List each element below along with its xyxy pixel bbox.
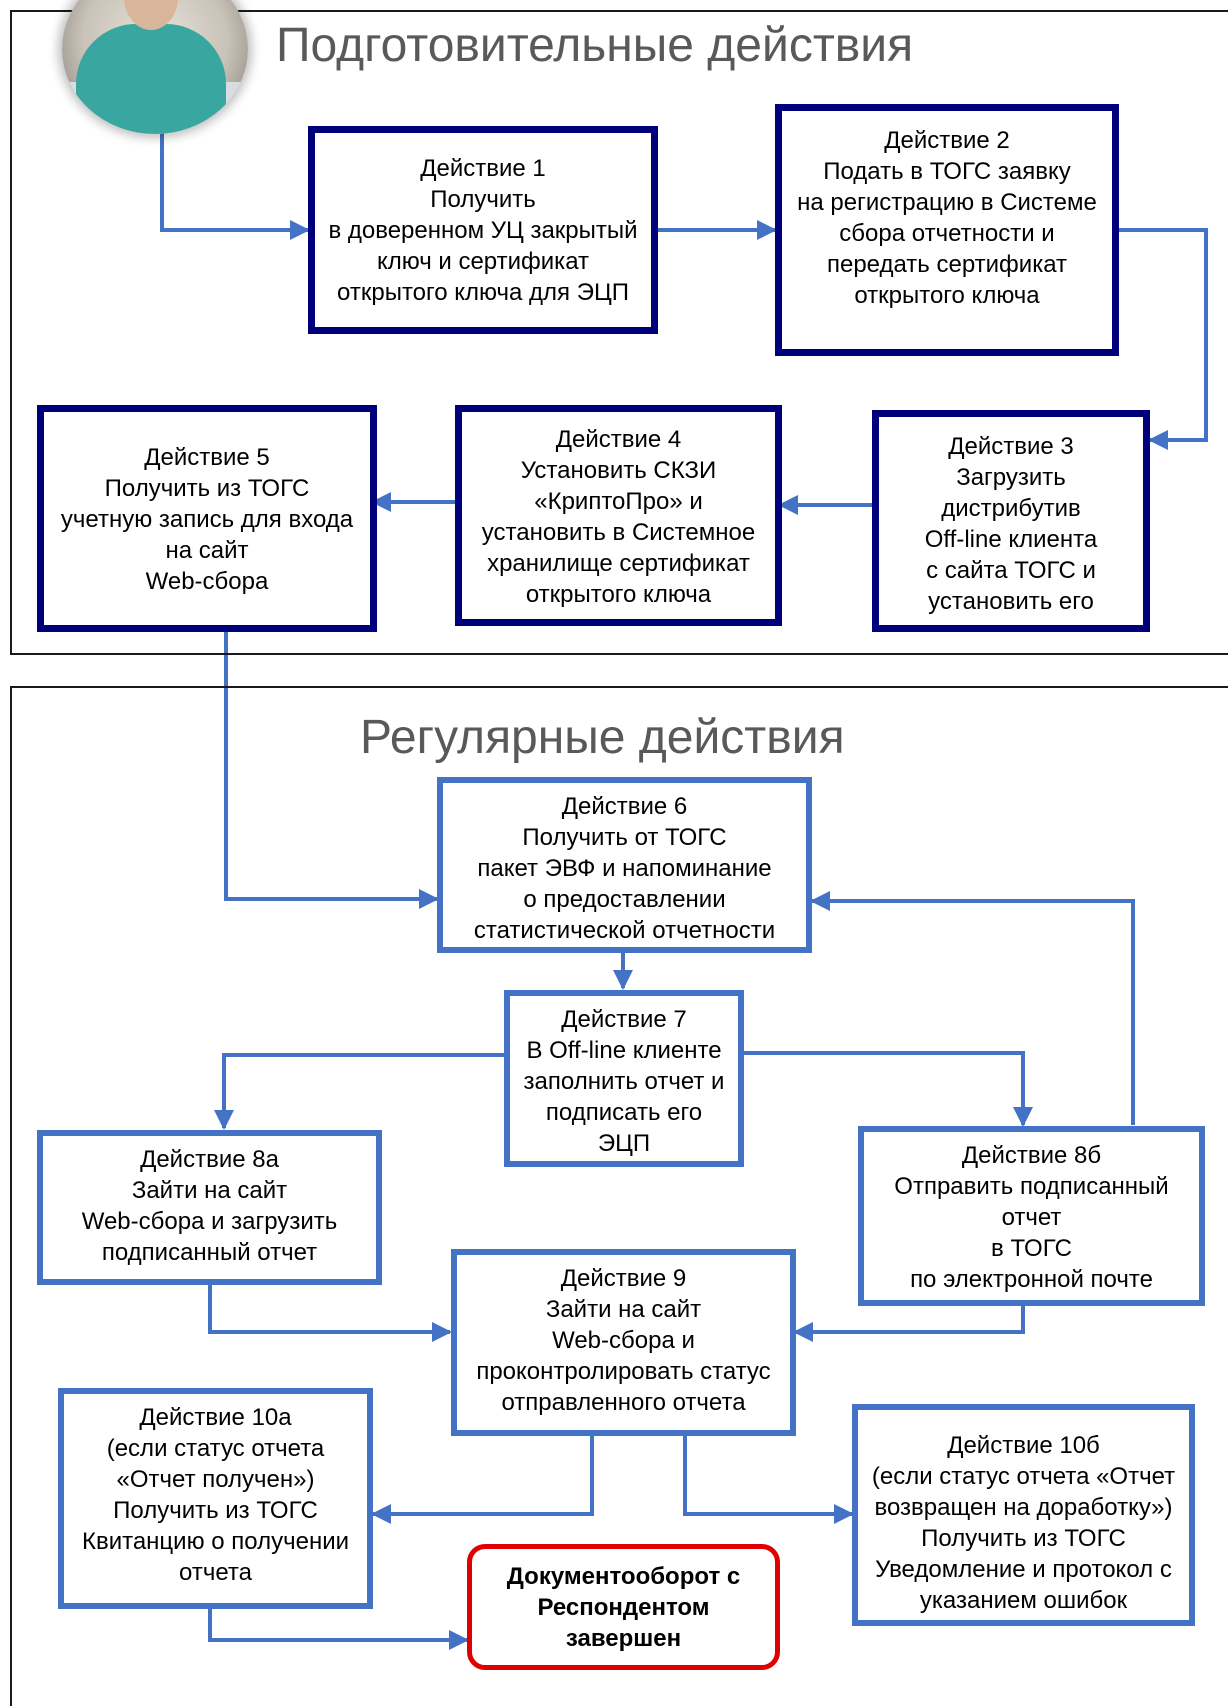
box-text-line: сбора отчетности и xyxy=(839,220,1055,247)
action-8b-box: Действие 8б Отправить подписанный отчет в Т… xyxy=(858,1126,1205,1306)
box-text-line: подписанный отчет xyxy=(101,1239,318,1266)
box-text-line: о предоставлении xyxy=(523,886,726,913)
box-heading: Документооборот с xyxy=(506,1562,741,1590)
box-text-line: Web-сбора и xyxy=(552,1327,695,1354)
box-text-line: Получить от ТОГС xyxy=(522,824,727,851)
action-2-box: Действие 2 Подать в ТОГС заявку на регистр… xyxy=(775,104,1119,356)
regular-frame xyxy=(10,686,1228,1706)
box-text-line: Респондентом xyxy=(537,1593,710,1621)
arrow-a8a-to-a9 xyxy=(208,1283,452,1342)
box-text-line: с сайта ТОГС и xyxy=(926,557,1096,584)
box-text-line: открытого ключа xyxy=(525,581,712,608)
box-text-line: возвращен на доработку») xyxy=(874,1494,1173,1521)
arrow-a7-to-a8a xyxy=(214,1053,505,1130)
arrow-a2-to-a3 xyxy=(1117,228,1208,450)
box-text-line: В Off-line клиенте xyxy=(526,1037,722,1064)
box-text-line: Web-сбора xyxy=(145,568,269,595)
action-5-box: Действие 5 Получить из ТОГС учетную запись… xyxy=(37,405,377,632)
box-text-line: по электронной почте xyxy=(910,1266,1153,1293)
box-text-line: отчета xyxy=(179,1559,252,1586)
box-text-line: хранилище сертификат xyxy=(487,550,750,577)
box-text-line: открытого ключа для ЭЦП xyxy=(337,279,629,306)
box-heading: Действие 3 xyxy=(948,433,1074,460)
box-heading: Действие 10а xyxy=(139,1404,292,1431)
box-text-line: указанием ошибок xyxy=(919,1587,1128,1614)
arrow-a8b-to-a6 xyxy=(810,891,1135,1125)
box-text-line: отправленного отчета xyxy=(501,1389,746,1416)
box-heading: Действие 2 xyxy=(884,127,1010,154)
box-heading: Действие 10б xyxy=(947,1432,1100,1459)
box-text-line: Подать в ТОГС заявку xyxy=(823,158,1071,185)
box-text-line: ключ и сертификат xyxy=(376,248,590,275)
arrow-a8b-to-a9 xyxy=(793,1305,1025,1342)
box-text-line: на сайт xyxy=(165,537,249,564)
action-1-box: Действие 1 Получить в доверенном УЦ закрыт… xyxy=(308,126,658,334)
box-text-line: подписать его xyxy=(545,1099,703,1126)
box-text-line: Получить xyxy=(430,186,536,213)
box-heading: Действие 5 xyxy=(144,444,270,471)
box-text-line: Получить из ТОГС xyxy=(921,1525,1126,1552)
action-6-box: Действие 6 Получить от ТОГС пакет ЭВФ и на… xyxy=(437,777,812,953)
box-heading: Действие 1 xyxy=(420,155,546,182)
box-text-line: дистрибутив xyxy=(941,495,1081,522)
prep-section-title: Подготовительные действия xyxy=(276,19,914,72)
box-text-line: в ТОГС xyxy=(991,1235,1072,1262)
box-text-line: (если статус отчета «Отчет xyxy=(871,1463,1176,1490)
arrow-a5-to-a6 xyxy=(224,632,439,909)
prep-frame xyxy=(10,10,1228,655)
box-text-line: установить его xyxy=(928,588,1094,615)
box-text-line: установить в Системное xyxy=(481,519,756,546)
box-heading: Действие 9 xyxy=(560,1265,687,1292)
box-heading: Действие 8а xyxy=(140,1146,279,1173)
box-text-line: заполнить отчет и xyxy=(523,1068,725,1095)
box-text-line: проконтролировать статус xyxy=(476,1358,771,1385)
box-text-line: Получить из ТОГС xyxy=(104,475,310,502)
box-text-line: Зайти на сайт xyxy=(131,1177,288,1204)
box-text-line: Квитанцию о получении xyxy=(81,1528,350,1555)
box-text-line: статистической отчетности xyxy=(473,917,776,944)
box-text-line: «Отчет получен») xyxy=(116,1466,315,1493)
box-heading: Действие 8б xyxy=(961,1142,1102,1169)
operator-photo xyxy=(62,0,248,134)
box-text-line: отчет xyxy=(1001,1204,1062,1231)
action-7-box: Действие 7 В Off-line клиенте заполнить от… xyxy=(504,990,744,1167)
box-text-line: открытого ключа xyxy=(854,282,1040,309)
box-text-line: Уведомление и протокол с xyxy=(875,1556,1172,1583)
workflow-complete-box: Документооборот с Респондентом завершен xyxy=(467,1544,780,1670)
box-text-line: Off-line клиента xyxy=(924,526,1098,553)
regular-section-title: Регулярные действия xyxy=(360,711,845,764)
box-text-line: Отправить подписанный xyxy=(894,1173,1169,1200)
action-10b-box: Действие 10б (если статус отчета «Отчет во… xyxy=(852,1404,1195,1626)
box-text-line: на регистрацию в Системе xyxy=(797,189,1097,216)
box-text-line: Получить из ТОГС xyxy=(113,1497,318,1524)
box-heading: Действие 4 xyxy=(555,426,682,453)
box-text-line: «КриптоПро» и xyxy=(534,488,703,515)
arrow-photo-to-a1 xyxy=(160,105,310,240)
box-text-line: завершен xyxy=(565,1624,682,1652)
box-heading: Действие 6 xyxy=(561,793,688,820)
box-text-line: Загрузить xyxy=(956,464,1066,491)
arrow-a10a-to-final xyxy=(208,1607,469,1650)
box-heading: Действие 7 xyxy=(561,1006,687,1033)
box-text-line: (если статус отчета xyxy=(106,1435,325,1462)
action-10a-box: Действие 10а (если статус отчета «Отчет по… xyxy=(58,1388,373,1609)
box-text-line: Web-сбора и загрузить xyxy=(81,1208,338,1235)
box-text-line: пакет ЭВФ и напоминание xyxy=(477,855,772,882)
arrow-a7-to-a8b xyxy=(743,1051,1033,1127)
box-text-line: учетную запись для входа xyxy=(60,506,354,533)
box-text-line: ЭЦП xyxy=(597,1130,651,1157)
action-4-box: Действие 4 Установить СКЗИ «КриптоПро» и ус… xyxy=(455,405,782,626)
box-text-line: передать сертификат xyxy=(826,251,1068,278)
box-text-line: в доверенном УЦ закрытый xyxy=(328,217,638,244)
arrow-a9-to-a10a xyxy=(371,1436,594,1524)
box-text-line: Зайти на сайт xyxy=(545,1296,702,1323)
box-text-line: Установить СКЗИ xyxy=(520,457,717,484)
arrow-a9-to-a10b xyxy=(683,1436,854,1524)
